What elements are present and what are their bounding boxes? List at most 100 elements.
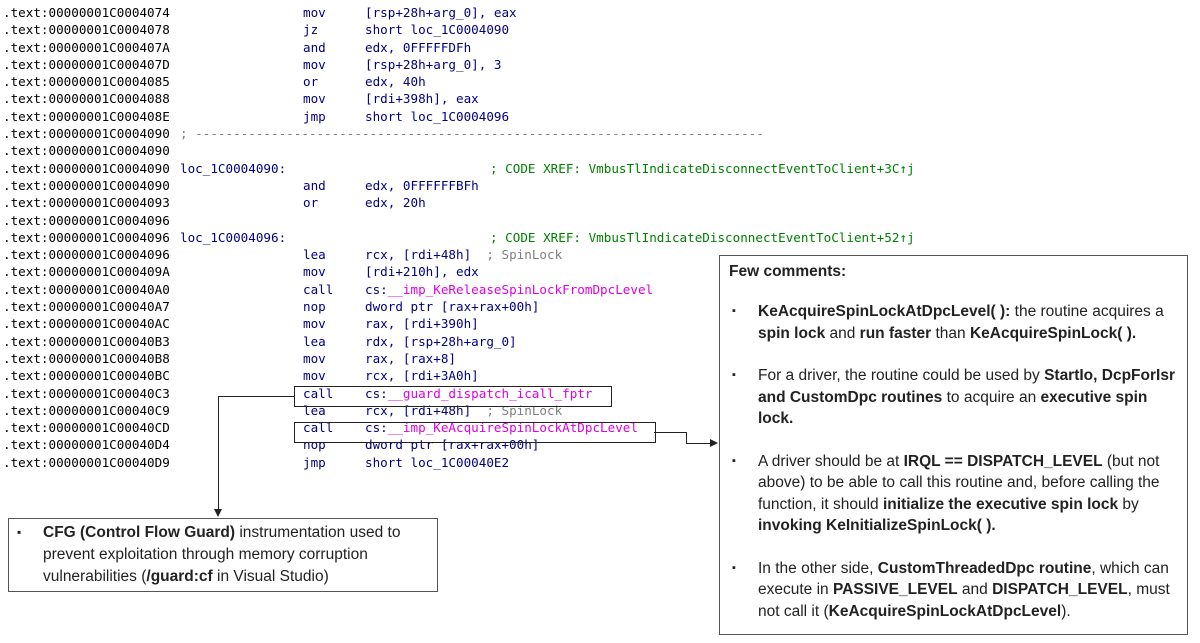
import-symbol[interactable]: __guard_dispatch_icall_fptr [387, 385, 593, 401]
mnemonic: mov [303, 316, 326, 332]
connector-line [218, 396, 219, 510]
comment-text: , which can execute in [758, 559, 1169, 599]
comment-text: (but not above) to be able to call this … [758, 452, 1160, 513]
address: .text:00000001C00040C3 [3, 385, 170, 401]
operands: rcx, [rdi+48h] ; SpinLock [365, 246, 562, 263]
listing-row[interactable]: .text:00000001C0004096 [3, 212, 963, 229]
address: .text:00000001C0004096 [3, 212, 170, 228]
bullet-icon: ▪ [732, 369, 736, 381]
mnemonic: mov [303, 5, 326, 20]
separator-comment: ; --------------------------------------… [180, 126, 764, 142]
address: .text:00000001C00040C9 [3, 402, 170, 418]
operand-text: short loc_1C0004090 [365, 22, 510, 38]
cfg-note-bold: /guard:cf [146, 568, 213, 585]
operand-text: short loc_1C0004096 [365, 108, 510, 124]
listing-row[interactable]: .text:00000001C0004096 loc_1C0004096: ; CO… [3, 229, 963, 246]
listing-row[interactable]: .text:00000001C00040CD call cs:__imp_KeAcq… [3, 419, 963, 436]
listing-row[interactable]: .text:00000001C0004090; ----------------… [3, 125, 963, 142]
address: .text:00000001C00040A7 [3, 299, 170, 315]
comment-bold: spin lock [758, 324, 826, 342]
operand-text: cs: [365, 420, 388, 436]
comment-bold: PASSIVE_LEVEL [832, 581, 958, 598]
address: .text:00000001C00040AC [3, 316, 170, 332]
mnemonic: lea [303, 247, 326, 263]
mnemonic: call [303, 420, 334, 436]
comment-text: ). [1061, 602, 1071, 620]
operand-text: [rsp+28h+arg_0], 3 [365, 56, 502, 72]
comment-text: to acquire an [942, 388, 1041, 406]
arrow-right-icon [710, 439, 718, 447]
xref-comment: ; CODE XREF: VmbusTlIndicateDisconnectEv… [490, 229, 915, 245]
mnemonic: nop [303, 299, 326, 315]
listing-row[interactable]: .text:00000001C00040C3 call cs:__guard_dis… [3, 385, 963, 402]
operand-text: edx, 0FFFFFFBFh [365, 177, 479, 193]
operands: edx, 0FFFFFDFh [365, 39, 471, 56]
address: .text:00000001C00040D9 [3, 454, 170, 470]
operands: cs:__guard_dispatch_icall_fptr [365, 385, 592, 402]
address: .text:00000001C0004093 [3, 195, 170, 211]
mnemonic: mov [303, 56, 326, 72]
listing-row[interactable]: .text:00000001C0004096 lea rcx, [rdi+48h] … [3, 246, 963, 263]
import-symbol[interactable]: __imp_KeReleaseSpinLockFromDpcLevel [387, 281, 654, 297]
comment-text: A driver should be at [758, 452, 904, 470]
comment-text: the routine acquires a [1010, 303, 1164, 320]
disassembly-listing: .text:00000001C0004074 mov [rsp+28h+arg_0]… [3, 4, 963, 471]
operands: [rsp+28h+arg_0], eax [365, 4, 517, 21]
address: .text:00000001C0004074 [3, 5, 170, 20]
comment-bold: IRQL == DISPATCH_LEVEL [903, 452, 1103, 470]
comments-title: Few comments: [729, 263, 847, 280]
listing-row[interactable]: .text:00000001C0004074 mov [rsp+28h+arg_0]… [3, 4, 963, 21]
comment-bold: invoking KeInitializeSpinLock( ). [758, 517, 996, 534]
operands: [rdi+398h], eax [365, 90, 479, 107]
operands: short loc_1C0004096 [365, 108, 509, 125]
address: .text:00000001C00040CD [3, 420, 170, 436]
operand-text: edx, 0FFFFFDFh [365, 39, 472, 55]
mnemonic: and [303, 39, 326, 55]
operands: short loc_1C0004090 [365, 21, 509, 38]
operand-text: cs: [365, 385, 388, 401]
operands: rcx, [rdi+3A0h] [365, 367, 479, 384]
comment-bold: StartIo, DcpForIsr and CustomDpc routine… [758, 367, 1175, 406]
listing-row[interactable]: .text:00000001C00040D9 jmp short loc_1C000… [3, 454, 963, 471]
address: .text:00000001C00040B3 [3, 333, 170, 349]
xref-comment: ; CODE XREF: VmbusTlIndicateDisconnectEv… [490, 160, 915, 176]
code-label: loc_1C0004096: [180, 229, 287, 245]
address: .text:00000001C00040B8 [3, 350, 170, 366]
mnemonic: call [303, 385, 334, 401]
code-label: loc_1C0004090: [180, 160, 287, 176]
listing-row[interactable]: .text:00000001C0004090 [3, 142, 963, 159]
cfg-note-text-part: instrumentation used to prevent exploita… [43, 524, 401, 585]
comment-item: ▪ KeAcquireSpinLockAtDpcLevel( ): the ro… [720, 301, 1187, 344]
mnemonic: jmp [303, 454, 326, 470]
bullet-icon: ▪ [732, 454, 736, 467]
import-symbol[interactable]: __imp_KeAcquireSpinLockAtDpcLevel [387, 420, 638, 436]
cfg-note-text-part: in Visual Studio) [212, 568, 329, 585]
mnemonic: nop [303, 437, 326, 453]
operands: short loc_1C00040E2 [365, 454, 509, 471]
operand-text: dword ptr [rax+rax+00h] [365, 299, 540, 315]
address: .text:00000001C0004096 [3, 247, 170, 263]
operands: edx, 20h [365, 194, 426, 211]
comment-bold: KeAcquireSpinLockAtDpcLevel( ): [758, 303, 1011, 320]
address: .text:00000001C0004096 [3, 229, 170, 245]
operands: edx, 0FFFFFFBFh [365, 177, 479, 194]
comment-item: ▪ In the other side, CustomThreadedDpc r… [720, 558, 1187, 623]
listing-row[interactable]: .text:00000001C00040A7 nop dword ptr [rax+… [3, 298, 963, 315]
comment-bold: KeAcquireSpinLockAtDpcLevel [828, 602, 1062, 620]
